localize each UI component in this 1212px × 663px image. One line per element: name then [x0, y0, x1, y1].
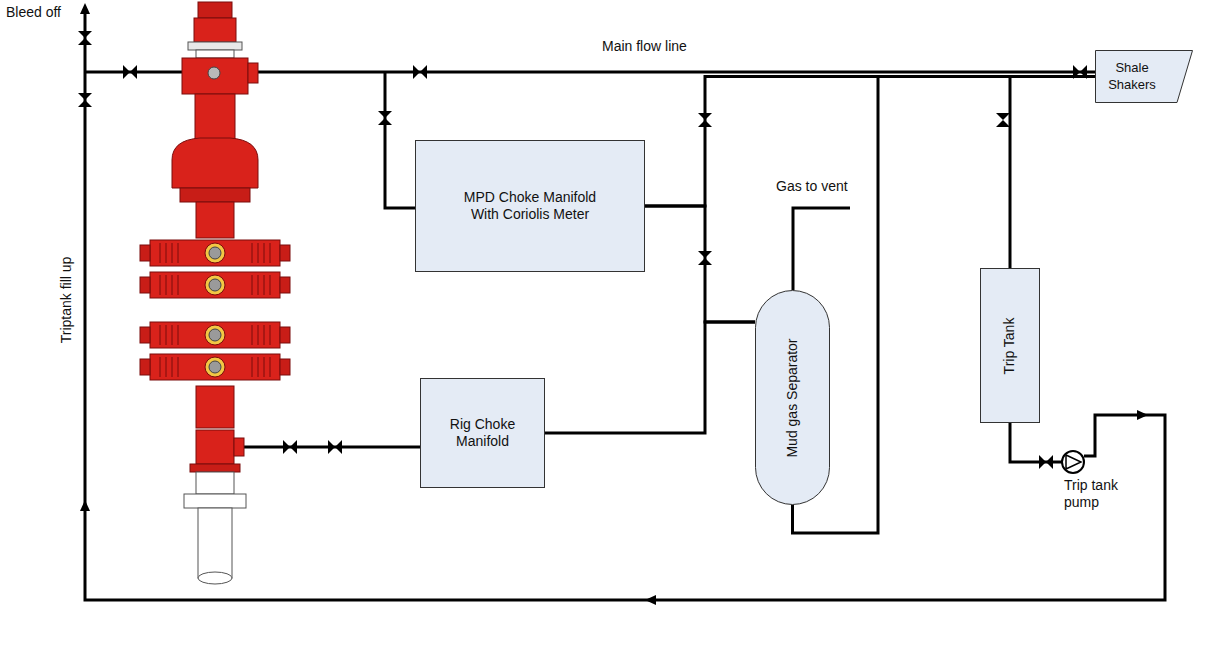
- valve-symbol: [996, 113, 1010, 120]
- ram-preventer: [140, 240, 290, 266]
- triptank-fill-line: [85, 72, 1165, 600]
- valve-symbol: [996, 120, 1010, 127]
- valve-symbol: [413, 65, 420, 79]
- valve-symbol: [123, 65, 130, 79]
- flow-arrows: [80, 3, 1148, 605]
- valve-symbol: [130, 65, 137, 79]
- node-label: MPD Choke Manifold With Coriolis Meter: [454, 189, 606, 224]
- valve-symbol: [328, 440, 335, 454]
- flow-arrow: [80, 3, 90, 14]
- flow-arrow: [645, 595, 656, 605]
- pipe-connector: [1010, 77, 1095, 269]
- valve-symbol: [290, 440, 297, 454]
- node-label: Trip Tank: [1001, 317, 1019, 374]
- ram-preventer: [140, 272, 290, 298]
- pipes: [85, 12, 1165, 600]
- pipe-connector: [545, 322, 755, 433]
- pipe-connector: [645, 206, 755, 322]
- ram-preventer: [140, 354, 290, 380]
- line-label: Triptank fill up: [58, 257, 75, 344]
- pipe-connector: [645, 77, 1095, 207]
- valve-symbol: [283, 440, 290, 454]
- pump-suction-line: [1010, 423, 1062, 462]
- valve-symbol: [78, 93, 92, 100]
- choke-manifold-box: MPD Choke Manifold With Coriolis Meter: [415, 140, 645, 272]
- pipe-connector: [793, 77, 1096, 534]
- separator-vessel: Mud gas Separator: [755, 290, 830, 505]
- valve-symbol: [335, 440, 342, 454]
- valve-symbol: [78, 38, 92, 45]
- shale-shaker-box: Shale Shakers: [1095, 50, 1193, 103]
- line-label: Gas to vent: [776, 178, 848, 195]
- valve-symbol: [78, 100, 92, 107]
- bop-stack: [140, 2, 290, 584]
- valve-symbol: [1039, 455, 1046, 469]
- node-label: Shale Shakers: [1101, 60, 1163, 93]
- line-label: Bleed off: [6, 4, 61, 21]
- valve-symbol: [378, 111, 392, 118]
- valve-symbol: [1046, 455, 1053, 469]
- flow-arrow: [1137, 410, 1148, 420]
- pump-label: Trip tank pump: [1064, 477, 1130, 511]
- valve-symbol: [378, 118, 392, 125]
- valve-symbol: [420, 65, 427, 79]
- line-label: Main flow line: [602, 38, 687, 55]
- node-label: Rig Choke Manifold: [440, 416, 526, 451]
- tank-box: Trip Tank: [980, 268, 1040, 423]
- valve-symbol: [78, 31, 92, 38]
- pump-symbol: [1062, 451, 1084, 473]
- ram-preventer: [140, 322, 290, 348]
- node-label: Mud gas Separator: [784, 338, 802, 457]
- flow-arrow: [80, 500, 90, 511]
- mpd-inlet-line: [385, 72, 415, 208]
- valves: [78, 31, 1087, 469]
- gas-vent-line: [793, 208, 850, 290]
- choke-manifold-box: Rig Choke Manifold: [420, 378, 545, 488]
